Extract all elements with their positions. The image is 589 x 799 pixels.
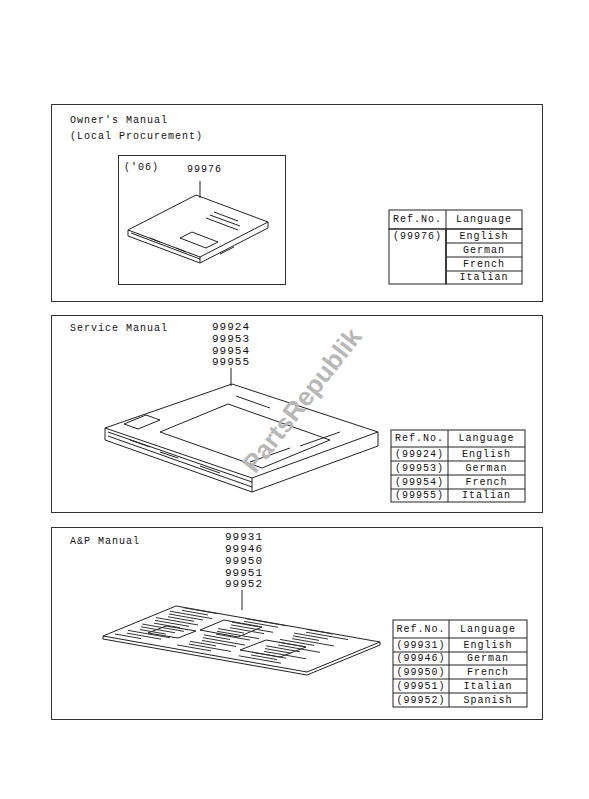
table-cell: French — [449, 665, 527, 679]
table-cell: (99976) — [389, 229, 446, 243]
table-cell: Ref.No. — [389, 210, 446, 229]
callout-number: 99924 — [212, 322, 250, 333]
leader-line — [242, 590, 243, 610]
table-cell: (99955) — [391, 489, 448, 502]
table-cell: Ref.No. — [391, 430, 448, 447]
table-cell: German — [449, 652, 527, 665]
table-cell: (99951) — [393, 679, 449, 693]
callout-number: 99931 — [225, 532, 263, 543]
table-grid — [391, 430, 525, 502]
table-cell: (99954) — [391, 475, 448, 489]
table-cell: (99924) — [391, 447, 448, 461]
table-cell: Spanish — [449, 693, 527, 707]
panel-heading: Owner's Manual (Local Procurement) — [70, 113, 210, 145]
panel-heading: Service Manual — [70, 321, 168, 337]
callout-number: 99950 — [225, 556, 263, 567]
panel-heading: A&P Manual — [70, 534, 140, 550]
table-cell: (99952) — [393, 693, 449, 707]
table-cell: English — [448, 447, 525, 461]
service-manual-book — [105, 384, 378, 492]
callout-number: 99953 — [212, 334, 250, 345]
table-cell: German — [446, 243, 522, 257]
table-cell: (99931) — [393, 638, 449, 652]
table-cell: Italian — [448, 489, 525, 502]
callout-number: 99954 — [212, 346, 250, 357]
table-cell: English — [446, 229, 522, 243]
table-cell: Language — [449, 620, 527, 638]
table-cell: English — [449, 638, 527, 652]
leader-line — [200, 181, 201, 198]
table-cell: French — [446, 257, 522, 271]
callout-number: 99976 — [187, 162, 222, 178]
text-line-pattern — [115, 608, 348, 664]
table-cell: (99950) — [393, 665, 449, 679]
ap-manual-sheet — [103, 606, 380, 675]
leader-line — [231, 368, 232, 386]
table-cell: Ref.No. — [393, 620, 449, 638]
table-cell: Italian — [449, 679, 527, 693]
callout-number: 99955 — [212, 357, 250, 368]
table-cell: Italian — [446, 271, 522, 284]
table-cell: Language — [446, 210, 522, 229]
table-grid — [389, 210, 522, 284]
panel-heading: ('06) — [124, 160, 159, 176]
table-cell: (99946) — [393, 652, 449, 665]
table-cell: (99953) — [391, 461, 448, 475]
inner-frame: ('06) 99976 — [118, 155, 286, 285]
owners-manual-book — [128, 195, 268, 263]
table-grid — [393, 620, 527, 707]
callout-number: 99946 — [225, 544, 263, 555]
table-cell: German — [448, 461, 525, 475]
table-cell: Language — [448, 430, 525, 447]
callout-number: 99952 — [225, 579, 263, 590]
table-cell: French — [448, 475, 525, 489]
callout-number: 99951 — [225, 568, 263, 579]
